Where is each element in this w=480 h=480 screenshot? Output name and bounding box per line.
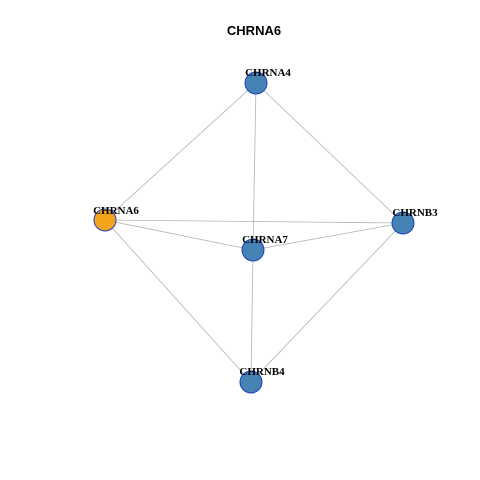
- edge-chrna4-chrna7: [252, 82, 257, 251]
- node-label-chrnb3: CHRNB3: [392, 207, 438, 219]
- graph-title: CHRNA6: [227, 23, 281, 38]
- edge-chrna7-chrnb4: [250, 249, 254, 383]
- node-label-chrnb4: CHRNB4: [239, 366, 285, 378]
- node-label-chrna4: CHRNA4: [245, 67, 291, 79]
- edges-layer: [104, 82, 404, 383]
- node-chrna7: [241, 238, 265, 262]
- edge-chrna6-chrnb3: [104, 219, 404, 224]
- edge-chrna6-chrna7: [104, 219, 254, 251]
- node-chrna4: [244, 71, 268, 95]
- edge-chrna7-chrnb3: [252, 222, 404, 251]
- node-label-chrna6: CHRNA6: [93, 205, 139, 217]
- node-chrnb4: [239, 370, 263, 394]
- edge-chrna4-chrna6: [104, 82, 257, 221]
- node-chrna6: [93, 208, 117, 232]
- edge-chrna6-chrnb4: [104, 219, 252, 383]
- node-label-chrna7: CHRNA7: [242, 234, 288, 246]
- edge-chrnb3-chrnb4: [250, 222, 404, 383]
- edge-chrna4-chrnb3: [255, 82, 404, 224]
- node-chrnb3: [391, 211, 415, 235]
